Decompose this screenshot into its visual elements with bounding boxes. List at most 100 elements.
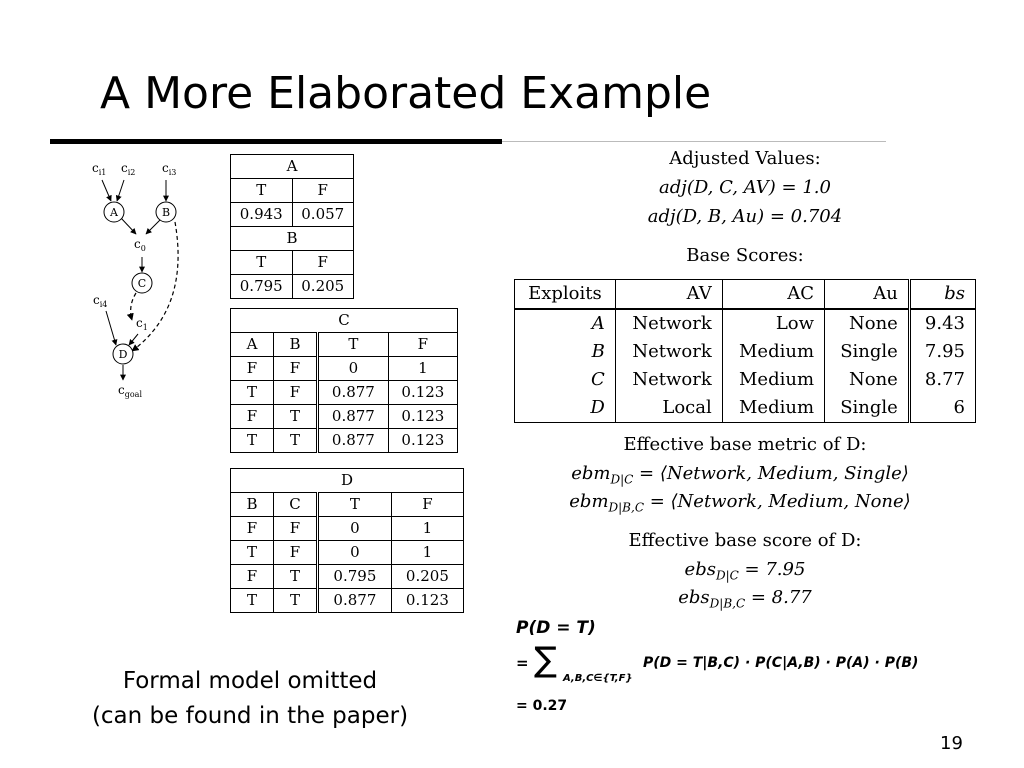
cpt-b-cell: 0.205 (291, 274, 354, 299)
label-ci4: ci4 (93, 293, 107, 309)
base-scores-cell: B (514, 338, 616, 366)
base-scores-cell: Low (721, 309, 826, 338)
cpt-a-cell: 0.943 (230, 202, 293, 227)
probability-terms: P(D = T|B,C) · P(C|A,B) · P(A) · P(B) (643, 655, 919, 671)
label-ci3: ci3 (162, 161, 176, 177)
base-scores-cell: Network (614, 338, 723, 366)
cpt-d-cell: 0.123 (390, 588, 465, 613)
base-scores-cell: 6 (907, 394, 977, 423)
cpt-c-cell: T (273, 404, 319, 429)
cpt-c-cell: T (230, 428, 274, 453)
probability-sigma-subscript: A,B,C∈{T,F} (563, 673, 633, 684)
cpt-c-cell: 0.877 (317, 380, 389, 405)
base-scores-cell: None (824, 309, 910, 338)
ebs-line-1: ebsD|C = 7.95 (684, 559, 806, 583)
cpt-c-header: A (230, 332, 274, 357)
cpt-a-header: F (291, 178, 354, 203)
title-underline-thin (502, 141, 886, 142)
label-c1: c1 (136, 316, 148, 332)
node-a-label: A (109, 206, 119, 219)
edge-ci1-a (101, 179, 112, 202)
cpt-d-cell: F (230, 516, 274, 541)
cpt-d-cell: 0 (317, 516, 392, 541)
node-a (103, 201, 125, 223)
caption-line-1: Formal model omitted (122, 668, 378, 694)
base-scores-header: Au (824, 279, 910, 310)
cpt-d-cell: 0.795 (317, 564, 392, 589)
ebs-heading: Effective base score of D: (628, 530, 862, 551)
probability-line-1: P(D = T) (516, 618, 596, 638)
cpt-d-cell: 1 (390, 540, 465, 565)
cpt-d-cell: F (230, 564, 274, 589)
label-ci2: ci2 (121, 161, 135, 177)
probability-sigma: ∑ (534, 640, 557, 680)
cpt-d-cell: T (230, 588, 274, 613)
cpt-d-header: B (230, 492, 274, 517)
ebm-line-1: ebmD|C = ⟨Network, Medium, Single⟩ (571, 463, 909, 487)
cpt-b-title: B (230, 226, 354, 251)
cpt-a-cell: 0.057 (291, 202, 354, 227)
base-scores-cell: A (514, 309, 616, 338)
cpt-c-header: B (273, 332, 319, 357)
cpt-a-title: A (230, 154, 354, 179)
cpt-a: A T F 0.943 0.057 (230, 154, 354, 227)
edge-b-c0 (145, 219, 161, 235)
cpt-d-cell: 1 (390, 516, 465, 541)
edge-ci4-d (105, 310, 118, 346)
cpt-c: C A B T F F F 0 1 T F 0.877 0.123 F T 0.… (230, 308, 459, 453)
node-d-label: D (119, 348, 128, 361)
cpt-b-header: T (230, 250, 293, 275)
base-scores-cell: 9.43 (907, 309, 977, 338)
base-scores-cell: Network (614, 309, 723, 338)
cpt-c-cell: 0.877 (317, 404, 389, 429)
node-b (155, 201, 177, 223)
base-scores-cell: C (514, 366, 616, 394)
cpt-c-cell: 0 (317, 356, 389, 381)
cpt-a-header: T (230, 178, 293, 203)
cpt-c-cell: 0.123 (387, 380, 459, 405)
ebm-line-2: ebmD|B,C = ⟨Network, Medium, None⟩ (569, 491, 911, 515)
adjusted-values-heading: Adjusted Values: (669, 148, 821, 169)
label-cgoal: cgoal (118, 383, 142, 399)
cpt-b-header: F (291, 250, 354, 275)
cpt-d-header: T (317, 492, 392, 517)
cpt-d-cell: 0.877 (317, 588, 392, 613)
cpt-c-title: C (230, 308, 458, 333)
adjusted-values-line-2: adj(D, B, Au) = 0.704 (647, 206, 843, 227)
adjusted-values-line-1: adj(D, C, AV) = 1.0 (659, 177, 831, 198)
cpt-d-cell: F (273, 516, 319, 541)
cpt-d-cell: T (273, 588, 319, 613)
cpt-d-cell: T (273, 564, 319, 589)
edge-b-d-dashed (131, 221, 179, 352)
edge-c-c1-dashed (126, 292, 137, 321)
cpt-c-cell: T (230, 380, 274, 405)
cpt-d-header: F (390, 492, 465, 517)
page-number: 19 (940, 733, 963, 754)
base-scores-table: Exploits AV AC Au bs A Network Low None … (514, 279, 977, 423)
attack-graph-diagram: ci1 ci2 ci3 c0 ci4 c1 cgoal A B C D (92, 161, 179, 399)
cpt-d-cell: 0.205 (390, 564, 465, 589)
base-scores-cell: Single (824, 338, 910, 366)
base-scores-cell: 7.95 (907, 338, 977, 366)
base-scores-heading: Base Scores: (686, 245, 804, 266)
cpt-c-cell: T (273, 428, 319, 453)
base-scores-header: bs (907, 279, 977, 310)
slide-title: A More Elaborated Example (100, 68, 712, 119)
cpt-d-cell: T (230, 540, 274, 565)
base-scores-header: AC (721, 279, 826, 310)
edge-c1-d (128, 333, 139, 346)
probability-equals: = (516, 654, 529, 672)
base-scores-header: Exploits (514, 279, 616, 310)
base-scores-cell: Local (614, 394, 723, 423)
base-scores-cell: Network (614, 366, 723, 394)
cpt-c-cell: 0.123 (387, 404, 459, 429)
cpt-b-cell: 0.795 (230, 274, 293, 299)
cpt-d-cell: F (273, 540, 319, 565)
base-scores-cell: Single (824, 394, 910, 423)
label-ci1: ci1 (92, 161, 106, 177)
base-scores-cell: Medium (721, 394, 826, 423)
edge-ci2-a (115, 179, 125, 202)
node-d (112, 343, 134, 365)
ebm-heading: Effective base metric of D: (623, 434, 867, 455)
base-scores-cell: Medium (721, 338, 826, 366)
